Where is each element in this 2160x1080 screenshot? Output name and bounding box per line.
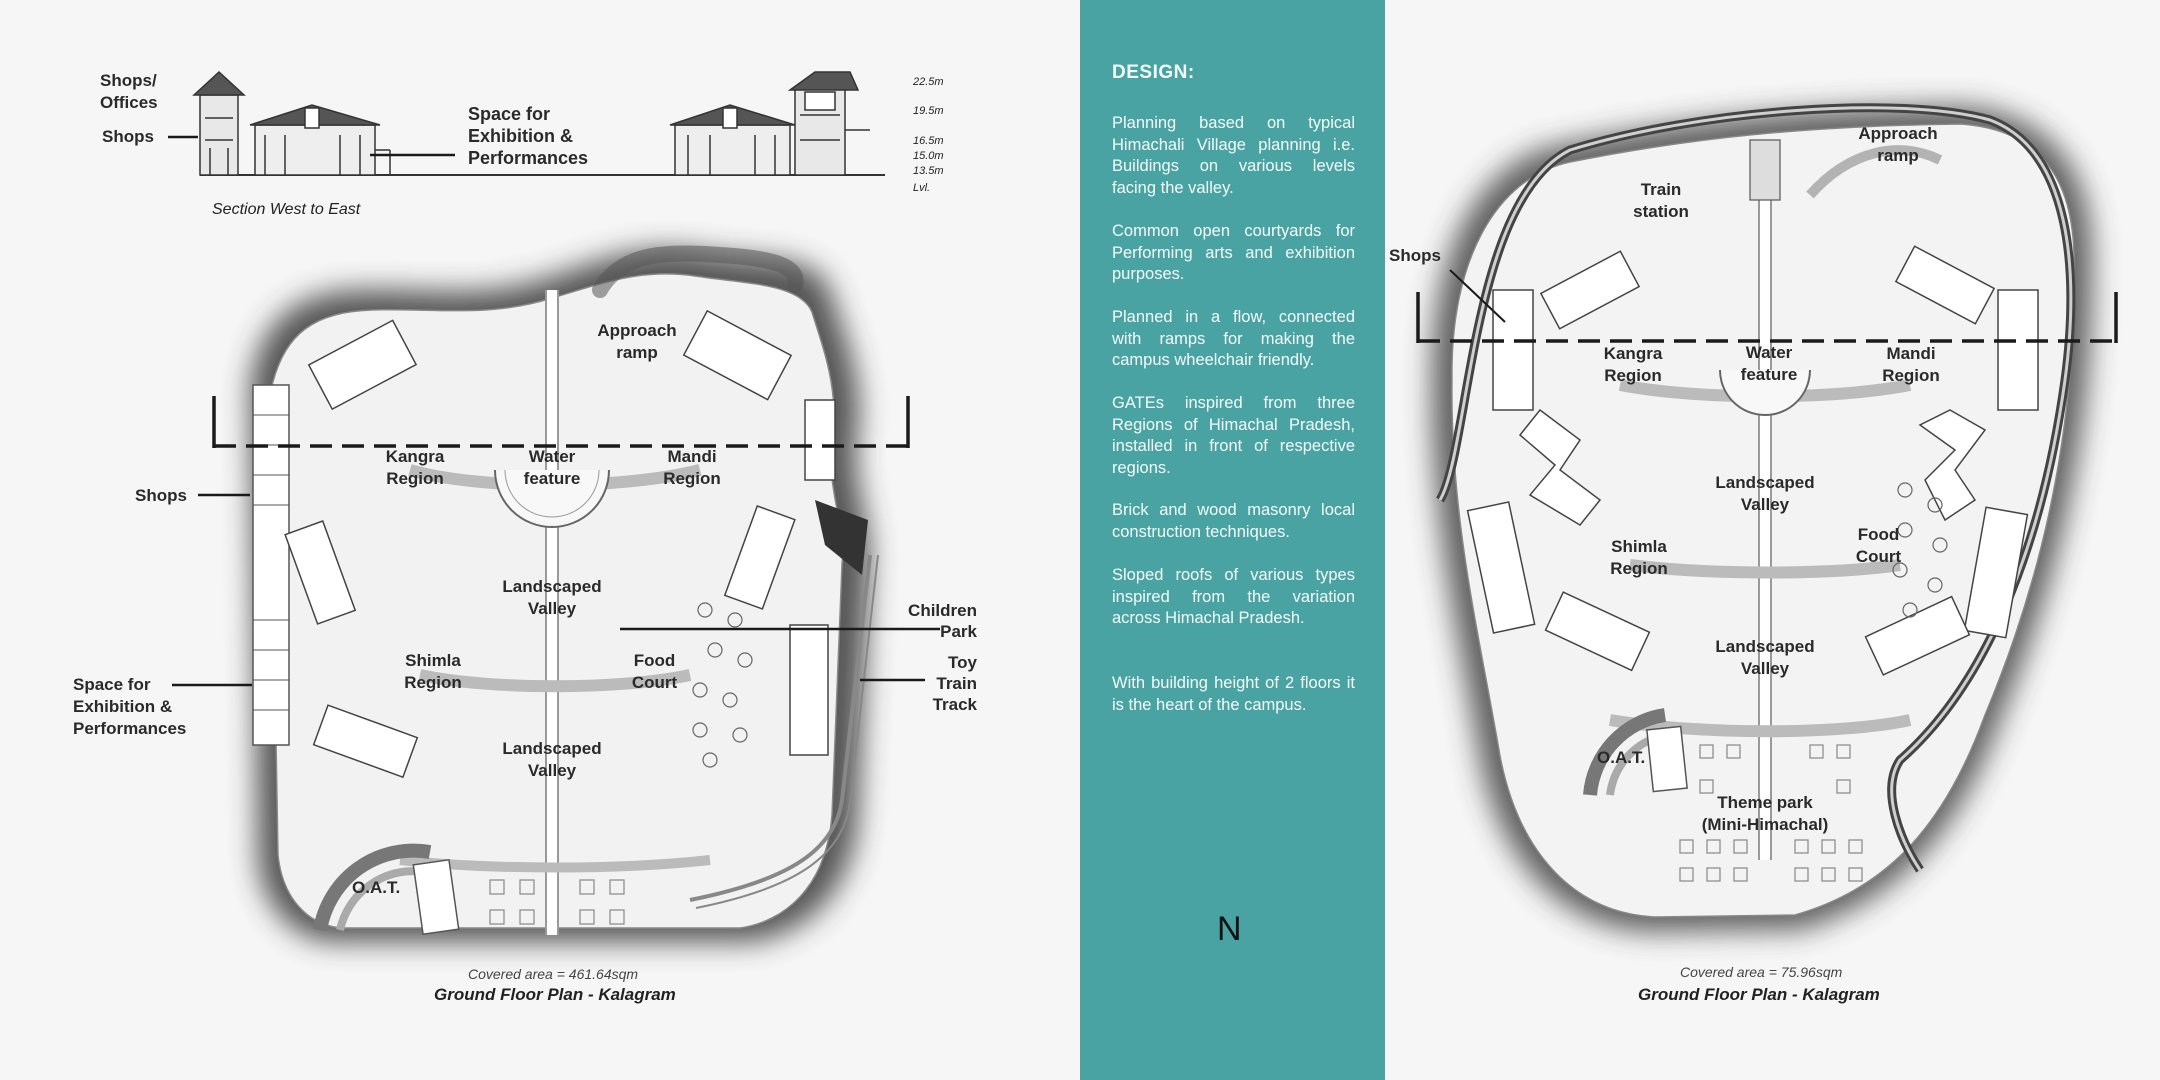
design-paragraph: Brick and wood masonry local constructio… bbox=[1112, 501, 1355, 541]
label-toy-train-track: Toy Train Track bbox=[932, 653, 977, 714]
label-section-exhibition: Space for Exhibition & Performances bbox=[468, 104, 589, 168]
label-food-court-right: Food Court bbox=[1855, 525, 1902, 566]
left-section-cut bbox=[212, 396, 910, 448]
design-paragraph: Planning based on typical Himachali Vill… bbox=[1112, 114, 1355, 197]
label-shops: Shops bbox=[135, 486, 187, 505]
label-oat-right: O.A.T. bbox=[1597, 748, 1646, 767]
label-water-feature-right: Water feature bbox=[1740, 343, 1798, 384]
label-kangra-region: Kangra Region bbox=[385, 447, 445, 488]
label-oat: O.A.T. bbox=[352, 878, 401, 897]
section-drawing bbox=[192, 70, 885, 176]
level-label: 22.5m bbox=[913, 76, 944, 88]
design-paragraph: GATEs inspired from three Regions of Him… bbox=[1112, 394, 1355, 477]
label-shimla-region-right: Shimla Region bbox=[1610, 537, 1668, 578]
label-mandi-region-right: Mandi Region bbox=[1882, 344, 1940, 385]
design-paragraph: With building height of 2 floors it is t… bbox=[1112, 674, 1355, 714]
design-paragraph: Sloped roofs of various types inspired f… bbox=[1112, 566, 1355, 627]
right-site-plan bbox=[1431, 103, 2093, 932]
design-paragraph: Planned in a flow, connected with ramps … bbox=[1112, 308, 1355, 369]
label-food-court: Food Court bbox=[631, 651, 678, 692]
label-approach-ramp-right: Approach ramp bbox=[1858, 124, 1938, 165]
label-shimla-region: Shimla Region bbox=[404, 651, 462, 692]
label-mandi-region: Mandi Region bbox=[663, 447, 721, 488]
design-heading: DESIGN: bbox=[1112, 62, 1195, 83]
left-leader-lines bbox=[168, 135, 940, 687]
left-site-plan bbox=[250, 245, 879, 943]
label-approach-ramp: Approach ramp bbox=[597, 321, 677, 362]
design-panel: DESIGN: Planning based on typical Himach… bbox=[1080, 0, 1385, 1080]
label-train-station: Train station bbox=[1633, 180, 1689, 221]
right-section-cut bbox=[1416, 292, 2118, 343]
label-section-shops: Shops bbox=[102, 127, 154, 146]
label-landscaped-valley-lower-right: Landscaped Valley bbox=[1715, 637, 1815, 678]
label-shops-right: Shops bbox=[1389, 246, 1441, 265]
label-exhibition-space: Space for Exhibition & Performances bbox=[73, 675, 187, 738]
covered-area-right: Covered area = 75.96sqm bbox=[1680, 964, 1843, 980]
design-paragraph: Common open courtyards for Performing ar… bbox=[1112, 222, 1355, 283]
label-landscaped-valley-lower: Landscaped Valley bbox=[502, 739, 602, 780]
level-label: 16.5m bbox=[913, 135, 944, 147]
label-theme-park: Theme park (Mini-Himachal) bbox=[1701, 793, 1829, 834]
covered-area-left: Covered area = 461.64sqm bbox=[468, 966, 639, 982]
label-kangra-region-right: Kangra Region bbox=[1603, 344, 1663, 385]
label-water-feature: Water feature bbox=[523, 447, 581, 488]
label-children-park: Children Park bbox=[908, 601, 977, 641]
section-title: Section West to East bbox=[212, 201, 361, 218]
level-label: Lvl. bbox=[913, 182, 931, 194]
label-section-shops-offices: Shops/ Offices bbox=[100, 71, 158, 112]
plan-caption-right: Ground Floor Plan - Kalagram bbox=[1638, 985, 1880, 1004]
label-landscaped-valley-upper: Landscaped Valley bbox=[502, 577, 602, 618]
north-label: N bbox=[1217, 910, 1242, 948]
level-label: 15.0m bbox=[913, 150, 944, 162]
plan-caption-left: Ground Floor Plan - Kalagram bbox=[434, 985, 676, 1004]
level-label: 13.5m bbox=[913, 165, 944, 177]
right-leader-lines bbox=[1449, 269, 1506, 323]
label-landscaped-valley-upper-right: Landscaped Valley bbox=[1715, 473, 1815, 514]
level-label: 19.5m bbox=[913, 105, 944, 117]
